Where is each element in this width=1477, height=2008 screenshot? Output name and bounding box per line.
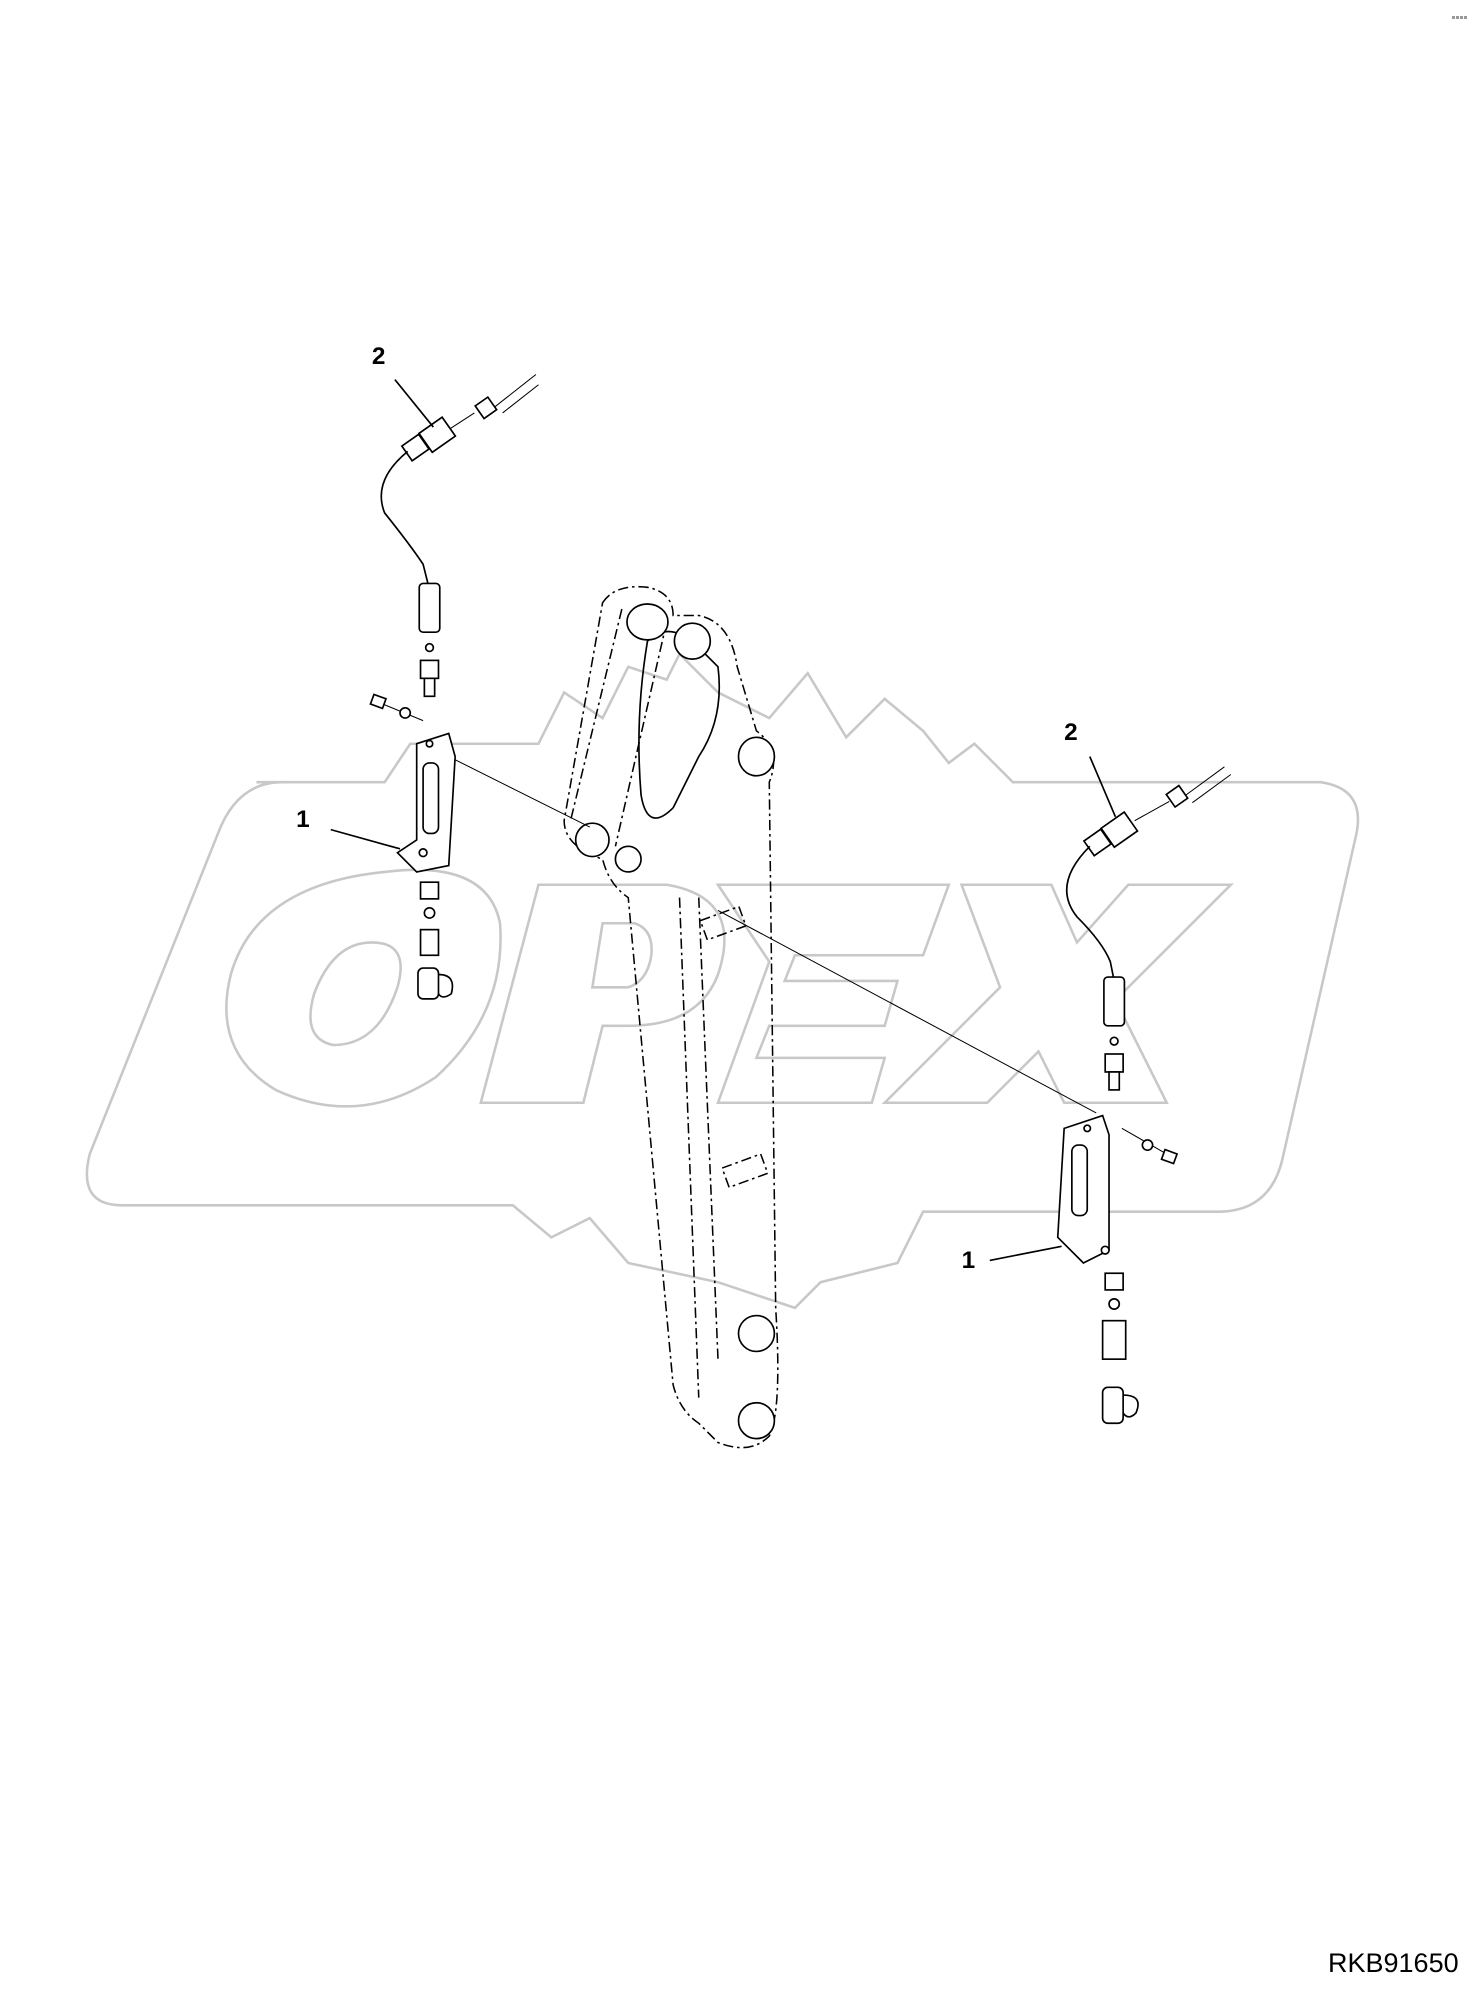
callout-left-bracket: 1	[296, 806, 401, 850]
callout-label: 2	[1064, 719, 1078, 746]
callout-label: 1	[296, 806, 310, 833]
corner-marks	[1452, 6, 1472, 19]
callout-right-bracket: 1	[962, 1245, 1062, 1274]
callout-label: 1	[962, 1247, 976, 1274]
watermark-letter-o	[225, 868, 502, 1108]
watermark-letter-e	[715, 883, 951, 1105]
watermark-gear-outline	[85, 651, 1360, 1310]
callout-left-sensor: 2	[372, 343, 435, 428]
assembly-line-left	[448, 756, 591, 828]
drawing-reference-code: RKB91650	[1328, 1948, 1459, 1978]
callout-right-sensor: 2	[1064, 719, 1117, 818]
boom-arm	[563, 585, 779, 1449]
right-sensor-assembly	[1056, 766, 1232, 1425]
assembly-line-right	[717, 909, 1097, 1114]
opex-watermark	[85, 651, 1360, 1310]
watermark-letter-p	[479, 883, 726, 1105]
watermark-letter-x	[881, 883, 1234, 1105]
callout-label: 2	[372, 343, 386, 370]
left-sensor-assembly	[369, 374, 539, 1000]
